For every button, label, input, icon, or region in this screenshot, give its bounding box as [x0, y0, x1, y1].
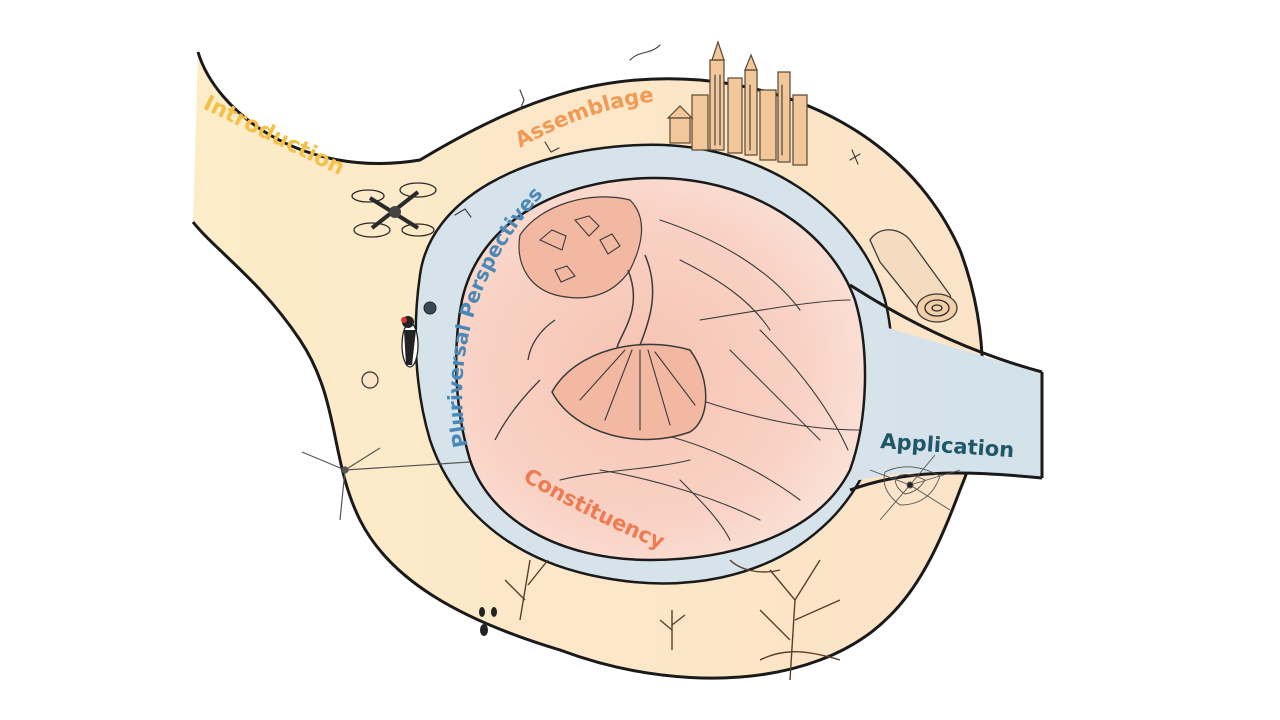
woodpecker-illustration — [401, 301, 437, 368]
wind-turbine-illustration — [301, 447, 471, 521]
mushroom-illustration — [494, 196, 707, 441]
log-illustration — [869, 229, 958, 323]
seed-pods-illustration — [479, 607, 497, 636]
drone-illustration — [351, 182, 437, 238]
trees-illustration — [504, 559, 841, 681]
spider-web-illustration — [869, 454, 961, 521]
small-details — [361, 44, 861, 389]
city-skyline-illustration — [666, 40, 808, 166]
skyline-detail-lines — [714, 74, 783, 156]
